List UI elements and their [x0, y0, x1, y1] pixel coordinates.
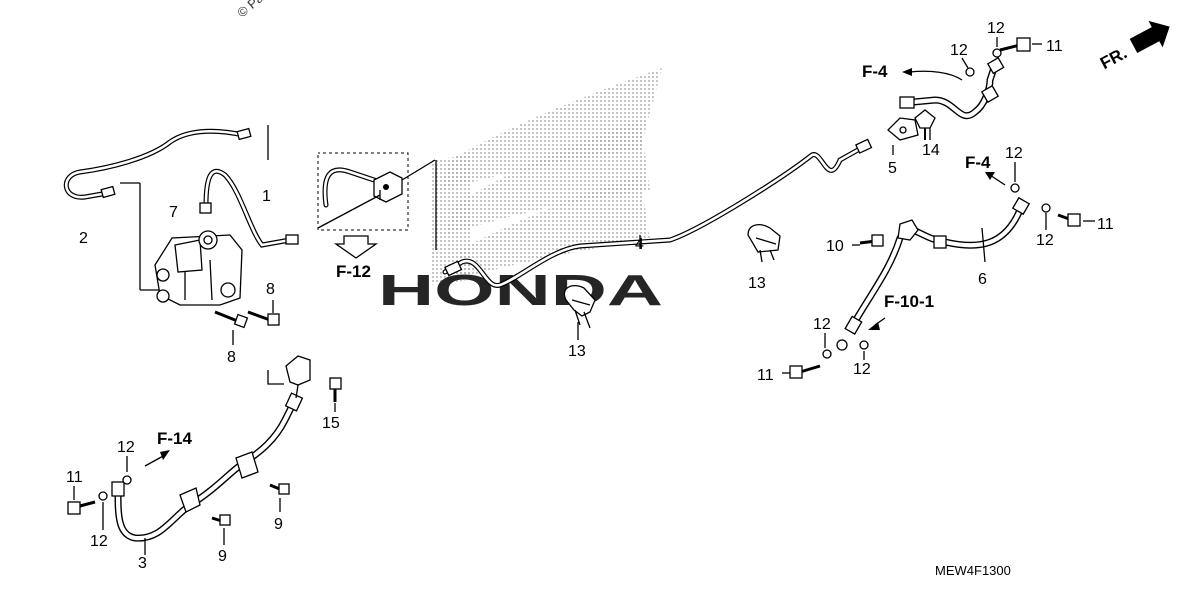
callout-2: 2 [79, 230, 88, 247]
pipe-clip-13a [563, 285, 596, 329]
washer-12-d [1041, 203, 1051, 213]
honda-wing-watermark: HONDA [378, 68, 663, 315]
copyright-text: © Pa [234, 0, 267, 20]
brake-pipe-1 [199, 168, 299, 248]
callout-14: 14 [922, 142, 940, 159]
bolt-8b [247, 310, 280, 326]
callout-7: 7 [169, 204, 178, 221]
ref-f10-1: F-10-1 [884, 292, 934, 311]
callout-11c: 11 [757, 367, 774, 384]
washer-12-h [122, 475, 132, 485]
callout-3: 3 [138, 555, 147, 572]
brake-hose-6 [836, 196, 1031, 351]
bolt-8a [214, 310, 249, 329]
callout-15: 15 [322, 415, 340, 432]
bolt-14 [914, 109, 936, 140]
callout-11a: 11 [1046, 38, 1063, 55]
brake-pipe-2 [63, 127, 252, 200]
callout-8a: 8 [266, 281, 275, 298]
bolt-11-left [67, 500, 96, 515]
f12-junction [317, 152, 437, 259]
bolt-9b [269, 483, 290, 495]
callout-1: 1 [262, 188, 271, 205]
callout-12a: 12 [950, 42, 968, 59]
callout-9b: 9 [274, 516, 283, 533]
callout-4: 4 [635, 236, 644, 253]
front-direction-arrow: FR. [1097, 20, 1170, 73]
callout-10: 10 [826, 238, 844, 255]
diagram-code: MEW4F1300 [935, 563, 1011, 578]
delay-valve-7 [154, 230, 243, 306]
bolt-11-mid [789, 364, 821, 379]
callout-12b: 12 [987, 20, 1005, 37]
bolt-10 [859, 234, 884, 247]
washer-12-c [1010, 183, 1020, 193]
brake-pipe-4 [442, 138, 873, 288]
callout-12c: 12 [1005, 145, 1023, 162]
bolt-9a [211, 514, 231, 526]
callout-12g: 12 [117, 439, 135, 456]
callout-11d: 11 [66, 469, 83, 486]
ref-f14: F-14 [157, 429, 193, 448]
washer-12-top-b [992, 48, 1002, 58]
washer-12-e [822, 349, 832, 359]
washer-12-top-a [965, 67, 975, 77]
washer-12-f [859, 340, 869, 350]
front-label: FR. [1097, 43, 1130, 73]
callout-11b: 11 [1097, 216, 1114, 233]
callout-12f: 12 [853, 361, 871, 378]
brake-hose-5 [887, 56, 1005, 141]
callout-8b: 8 [227, 349, 236, 366]
callout-5: 5 [888, 160, 897, 177]
ref-f4-mid: F-4 [965, 153, 991, 172]
ref-f12: F-12 [336, 262, 371, 281]
brake-hose-3 [111, 355, 311, 542]
callout-9a: 9 [218, 548, 227, 565]
bolt-11-top [999, 37, 1031, 52]
callout-12h: 12 [90, 533, 108, 550]
bolt-15 [329, 377, 342, 402]
pipe-clip-13b [747, 224, 781, 263]
washer-12-g [98, 491, 108, 501]
callout-13a: 13 [568, 343, 586, 360]
callout-6: 6 [978, 271, 987, 288]
callout-12e: 12 [813, 316, 831, 333]
ref-f4-top: F-4 [862, 62, 888, 81]
bolt-11-right [1057, 213, 1081, 227]
callout-12d: 12 [1036, 232, 1054, 249]
callout-13b: 13 [748, 275, 766, 292]
